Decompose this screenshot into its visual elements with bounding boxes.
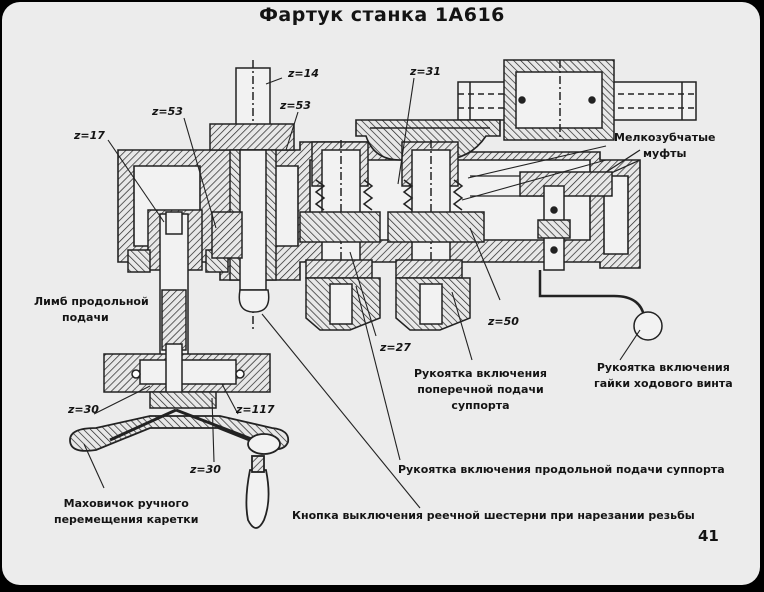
handwheel-label: Маховичок ручного перемещения каретки (54, 496, 198, 528)
limb-label-line2: подачи (62, 311, 109, 324)
button-label: Кнопка выключения реечной шестерни при н… (292, 509, 695, 522)
gear-shaft-1 (299, 140, 381, 331)
lead-screw (457, 59, 697, 141)
gear-label-z27: z=27 (380, 341, 411, 354)
slide-background (2, 2, 760, 585)
central-shaft (209, 60, 295, 330)
gear-label-z117: z=117 (236, 403, 275, 416)
nut-handle-label: Рукоятка включения гайки ходового винта (594, 360, 733, 392)
gear-label-z53-left: z=53 (152, 105, 183, 118)
gear-label-z30-left: z=30 (68, 403, 99, 416)
nut-handle-line2: гайки ходового винта (594, 377, 733, 390)
limb-label-line1: Лимб продольной (34, 295, 149, 308)
gear-label-z50: z=50 (488, 315, 519, 328)
cross-feed-handle-label: Рукоятка включения поперечной подачи суп… (414, 366, 547, 414)
handwheel-shaft (103, 209, 271, 409)
gear-label-z31: z=31 (410, 65, 441, 78)
fine-tooth-clutch-label: Мелкозубчатые муфты (614, 130, 716, 162)
page-title: Фартук станка 1А616 (259, 4, 505, 26)
nut-handle-line1: Рукоятка включения (596, 361, 730, 374)
cross-feed-line1: Рукоятка включения (414, 367, 547, 380)
gear-shaft-2 (387, 140, 485, 331)
handwheel-line2: перемещения каретки (54, 513, 199, 526)
page-number: 41 (698, 527, 719, 545)
gear-label-z14: z=14 (288, 67, 319, 80)
handwheel (69, 408, 290, 529)
gear-label-z17: z=17 (74, 129, 105, 142)
cross-feed-line3: суппорта (451, 399, 510, 412)
leader-lines (83, 77, 641, 509)
handwheel-line1: Маховичок ручного (63, 497, 189, 510)
cross-feed-line2: поперечной подачи (417, 383, 544, 396)
gear-label-z53-top: z=53 (280, 99, 311, 112)
lead-screw-nut-handle (519, 171, 663, 341)
fine-tooth-clutch-line2: муфты (643, 147, 687, 160)
gear-label-z30-bottom: z=30 (190, 463, 221, 476)
fine-tooth-clutch-line1: Мелкозубчатые (614, 131, 716, 144)
limb-label: Лимб продольной подачи (34, 294, 149, 326)
longitudinal-feed-handle-label: Рукоятка включения продольной подачи суп… (398, 463, 725, 476)
